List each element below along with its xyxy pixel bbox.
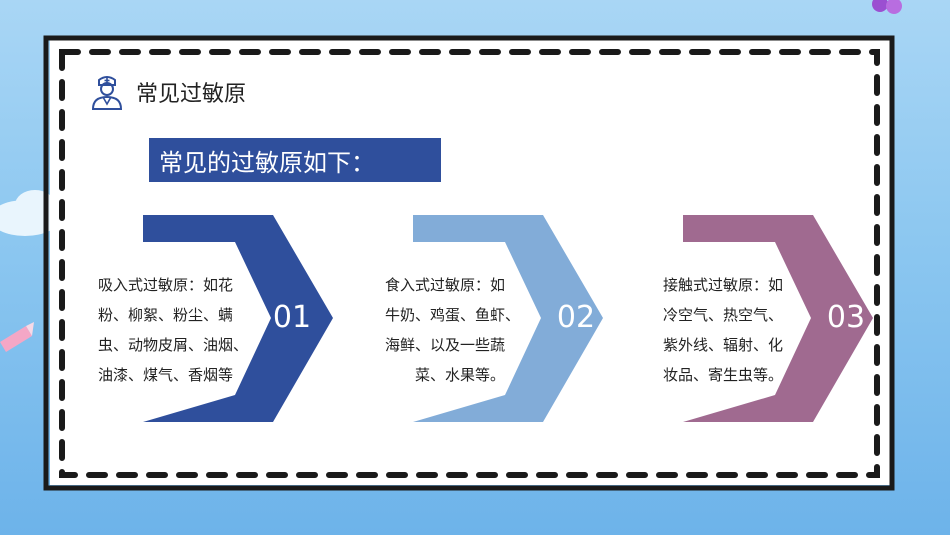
allergen-description-ingested: 食入式过敏原：如 牛奶、鸡蛋、鱼虾、 海鲜、以及一些蔬 菜、水果等。 (385, 270, 545, 390)
description-line: 吸入式过敏原：如花 (98, 276, 234, 294)
description-line: 紫外线、辐射、化 (663, 336, 784, 354)
chevron-shape-03 (683, 215, 873, 422)
chevron-shape-01 (143, 215, 333, 422)
description-line: 菜、水果等。 (415, 366, 506, 384)
description-line: 粉、柳絮、粉尘、螨 (98, 306, 234, 324)
description-line: 油漆、煤气、香烟等 (98, 366, 234, 384)
description-line: 接触式过敏原：如 (663, 276, 784, 294)
allergen-description-inhaled: 吸入式过敏原：如花 粉、柳絮、粉尘、螨 虫、动物皮屑、油烟、 油漆、煤气、香烟等 (98, 270, 258, 390)
description-line: 牛奶、鸡蛋、鱼虾、 (385, 306, 521, 324)
page-title: 常见过敏原 (136, 82, 247, 107)
description-line: 海鲜、以及一些蔬 (385, 336, 506, 354)
allergen-description-contact: 接触式过敏原：如 冷空气、热空气、 紫外线、辐射、化 妆品、寄生虫等。 (663, 270, 823, 390)
doctor-icon (91, 76, 123, 110)
description-line: 虫、动物皮屑、油烟、 (98, 336, 249, 354)
chevron-shape-02 (413, 215, 603, 422)
description-line: 食入式过敏原：如 (385, 276, 506, 294)
section-header: 常见过敏原 (90, 72, 246, 112)
item-number: 02 (556, 300, 596, 335)
subtitle-banner: 常见的过敏原如下： (149, 138, 441, 182)
description-line: 冷空气、热空气、 (663, 306, 784, 324)
item-number: 01 (272, 300, 312, 335)
balloon-decoration (872, 0, 902, 14)
item-number: 03 (826, 300, 866, 335)
pencil-decoration (0, 322, 34, 352)
description-line: 妆品、寄生虫等。 (663, 366, 784, 384)
